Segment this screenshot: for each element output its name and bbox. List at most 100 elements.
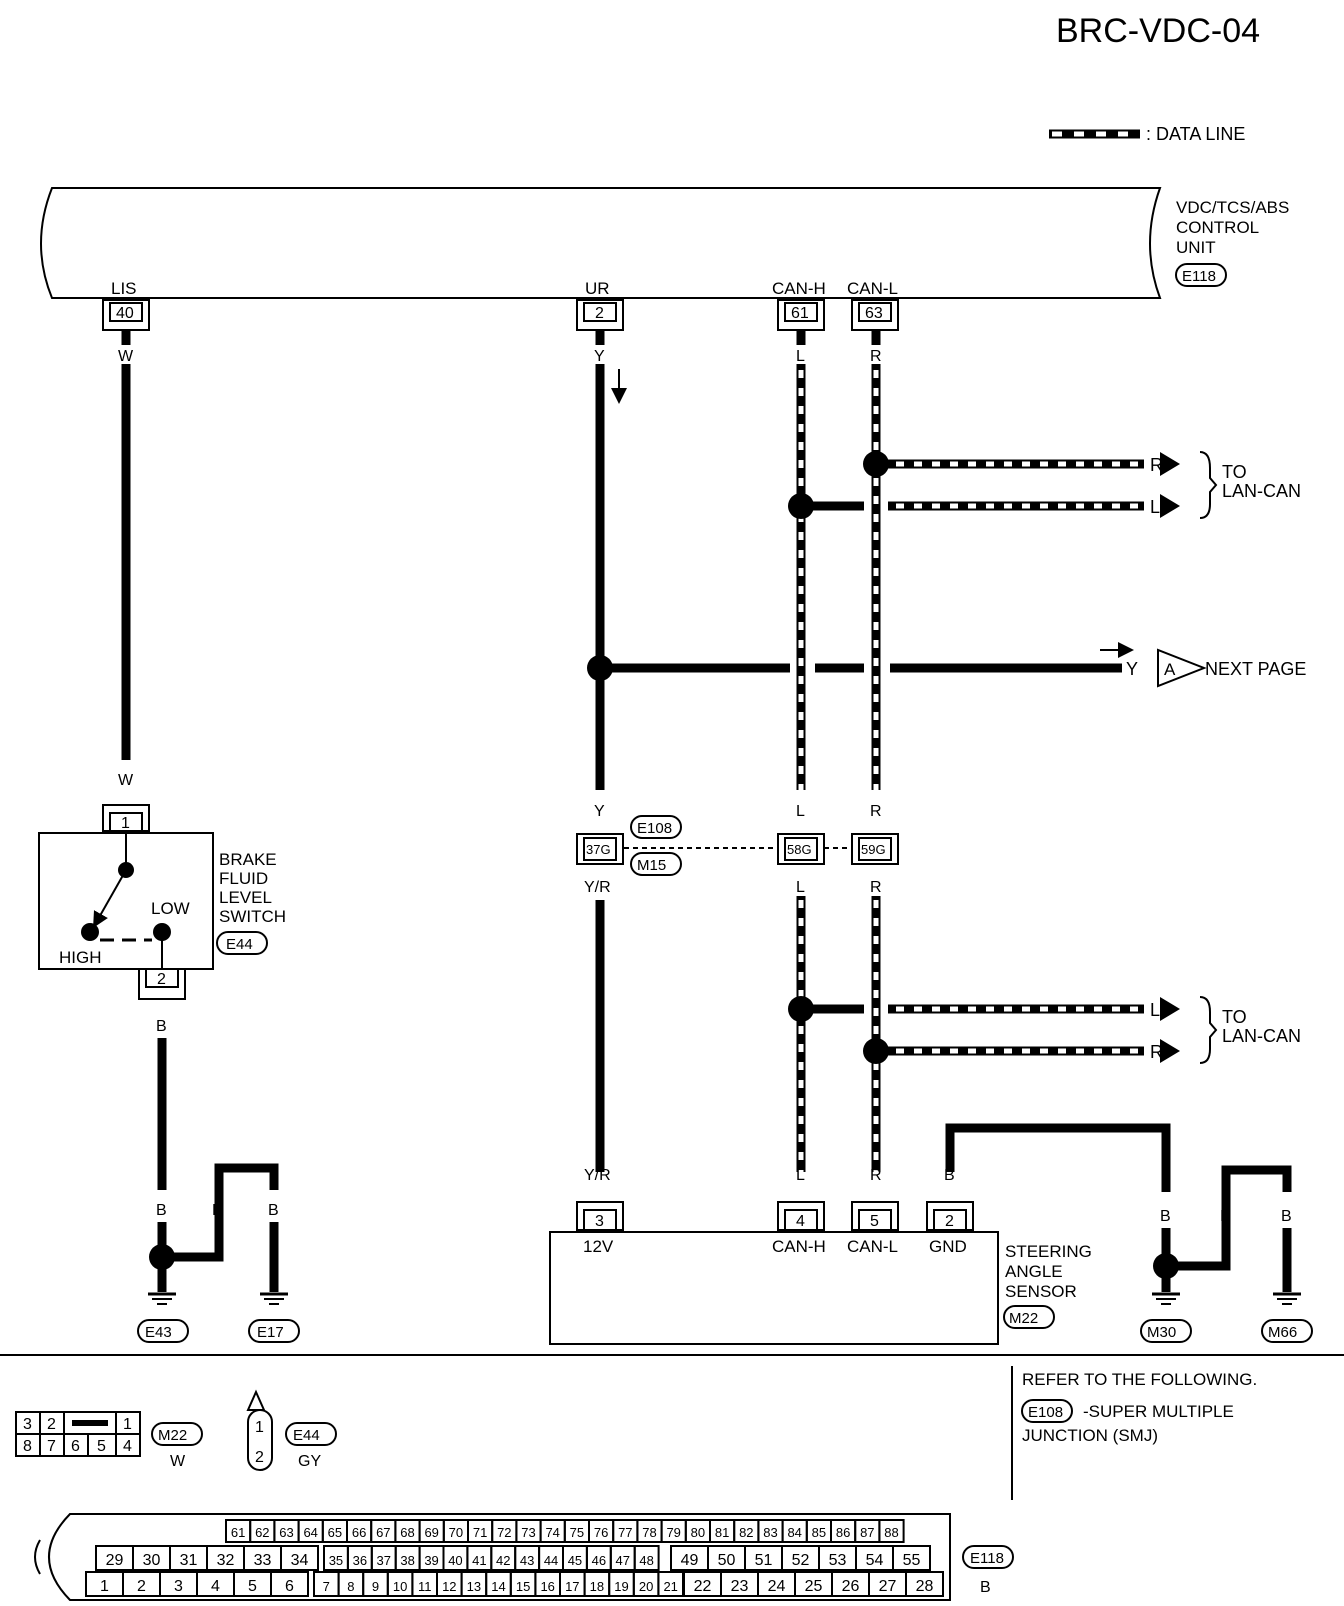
e118-pin-cell <box>892 1545 931 1571</box>
e118-pin-label: 1 <box>100 1578 109 1595</box>
legend-label: : DATA LINE <box>1146 124 1245 144</box>
e118-pin-label: 82 <box>739 1525 753 1540</box>
switch-low-label: LOW <box>151 899 190 918</box>
right-ground-circuit: B B B B M30 M66 <box>944 1123 1313 1343</box>
e118-pin-label: 26 <box>842 1578 860 1595</box>
e118-pin-label: 84 <box>787 1525 801 1540</box>
svg-text:Y: Y <box>594 348 605 365</box>
svg-text:REFER TO THE FOLLOWING.: REFER TO THE FOLLOWING. <box>1022 1370 1257 1389</box>
e118-pin-label: 24 <box>768 1578 786 1595</box>
svg-text:3: 3 <box>595 1213 604 1230</box>
e118-pin-label: 13 <box>467 1579 481 1594</box>
svg-text:59G: 59G <box>861 842 886 857</box>
e118-pin-label: 38 <box>400 1553 414 1568</box>
e118-pin-label: 70 <box>449 1525 463 1540</box>
left-ground-circuit: B B B E43 E17 <box>137 1038 300 1343</box>
e118-pin-label: 88 <box>884 1525 898 1540</box>
svg-text:7: 7 <box>47 1438 56 1455</box>
e118-pin-label: 49 <box>681 1552 699 1569</box>
ground-e17: E17 <box>257 1324 284 1341</box>
e118-pin-label: 87 <box>860 1525 874 1540</box>
e118-pin-label: 64 <box>303 1525 317 1540</box>
e118-pin-label: 44 <box>544 1553 558 1568</box>
e118-pin-label: 68 <box>400 1525 414 1540</box>
ground-m66: M66 <box>1268 1324 1297 1341</box>
e118-pin-label: 29 <box>106 1552 124 1569</box>
e118-pin-label: 34 <box>291 1552 309 1569</box>
e118-pin-label: 28 <box>916 1578 934 1595</box>
svg-text:L: L <box>1150 1000 1160 1020</box>
svg-text:E118: E118 <box>970 1550 1004 1567</box>
e118-pin-label: 48 <box>639 1553 653 1568</box>
svg-text:61: 61 <box>791 305 809 322</box>
svg-text:40: 40 <box>116 305 134 322</box>
e118-pin-label: 51 <box>755 1552 773 1569</box>
e118-pin-label: 65 <box>328 1525 342 1540</box>
next-page-label: NEXT PAGE <box>1205 659 1306 679</box>
svg-text:Y/R: Y/R <box>584 879 611 896</box>
e118-pin-label: 81 <box>715 1525 729 1540</box>
e118-pin-label: 17 <box>565 1579 579 1594</box>
e118-pin-label: 41 <box>472 1553 486 1568</box>
svg-text:Y: Y <box>594 803 605 820</box>
svg-text:2: 2 <box>157 971 166 988</box>
svg-text:A: A <box>1164 660 1176 679</box>
e118-pin-label: 25 <box>805 1578 823 1595</box>
e118-pin-label: 36 <box>353 1553 367 1568</box>
e118-pin-label: 72 <box>497 1525 511 1540</box>
svg-text:E108: E108 <box>637 820 672 837</box>
e118-pin-label: 77 <box>618 1525 632 1540</box>
e118-pin-label: 11 <box>418 1579 432 1594</box>
e118-pin-cell <box>270 1571 309 1597</box>
e118-pin-label: 9 <box>372 1579 379 1594</box>
svg-text:CAN-H: CAN-H <box>772 1237 826 1256</box>
e118-pin-label: 85 <box>812 1525 826 1540</box>
svg-text:W: W <box>118 348 134 365</box>
e118-pin-label: 50 <box>718 1552 736 1569</box>
svg-text:W: W <box>118 772 134 789</box>
svg-text:CAN-H: CAN-H <box>772 279 826 298</box>
e118-pin-label: 73 <box>521 1525 535 1540</box>
svg-text:L: L <box>796 879 805 896</box>
svg-text:R: R <box>870 348 882 365</box>
control-unit-name-1: VDC/TCS/ABS <box>1176 198 1289 217</box>
e118-pin-label: 53 <box>829 1552 847 1569</box>
svg-text:LAN-CAN: LAN-CAN <box>1222 481 1301 501</box>
e118-pin-label: 61 <box>231 1525 245 1540</box>
e118-pin-label: 23 <box>731 1578 749 1595</box>
svg-text:GY: GY <box>298 1453 321 1470</box>
control-unit-name-2: CONTROL <box>1176 218 1259 237</box>
e118-pin-label: 39 <box>424 1553 438 1568</box>
e118-pin-label: 47 <box>616 1553 630 1568</box>
svg-text:8: 8 <box>23 1438 32 1455</box>
svg-text:4: 4 <box>796 1213 805 1230</box>
e118-pin-label: 75 <box>570 1525 584 1540</box>
e118-pin-label: 78 <box>642 1525 656 1540</box>
svg-text:TO: TO <box>1222 1007 1247 1027</box>
e118-pin-label: 16 <box>540 1579 554 1594</box>
svg-text:ANGLE: ANGLE <box>1005 1262 1063 1281</box>
e118-pin-label: 18 <box>590 1579 604 1594</box>
svg-text:R: R <box>1150 1042 1163 1062</box>
svg-text:1: 1 <box>123 1416 132 1433</box>
e118-pin-label: 21 <box>663 1579 677 1594</box>
svg-text:2: 2 <box>945 1213 954 1230</box>
svg-text:STEERING: STEERING <box>1005 1242 1092 1261</box>
e118-pin-label: 79 <box>666 1525 680 1540</box>
svg-text:B: B <box>1220 1208 1231 1225</box>
svg-text:LAN-CAN: LAN-CAN <box>1222 1026 1301 1046</box>
svg-text:E108: E108 <box>1028 1404 1063 1421</box>
e118-pin-label: 14 <box>491 1579 505 1594</box>
e118-pin-label: 37 <box>377 1553 391 1568</box>
svg-text:1: 1 <box>255 1419 264 1436</box>
control-unit-name-3: UNIT <box>1176 238 1216 257</box>
e118-pin-label: 42 <box>496 1553 510 1568</box>
svg-text:R: R <box>870 1167 882 1184</box>
lan-can-bottom-branch: L R TO LAN-CAN <box>813 996 1301 1064</box>
e118-pin-label: 74 <box>545 1525 559 1540</box>
svg-text:5: 5 <box>870 1213 879 1230</box>
ground-e43: E43 <box>145 1324 172 1341</box>
svg-text:6: 6 <box>71 1438 80 1455</box>
